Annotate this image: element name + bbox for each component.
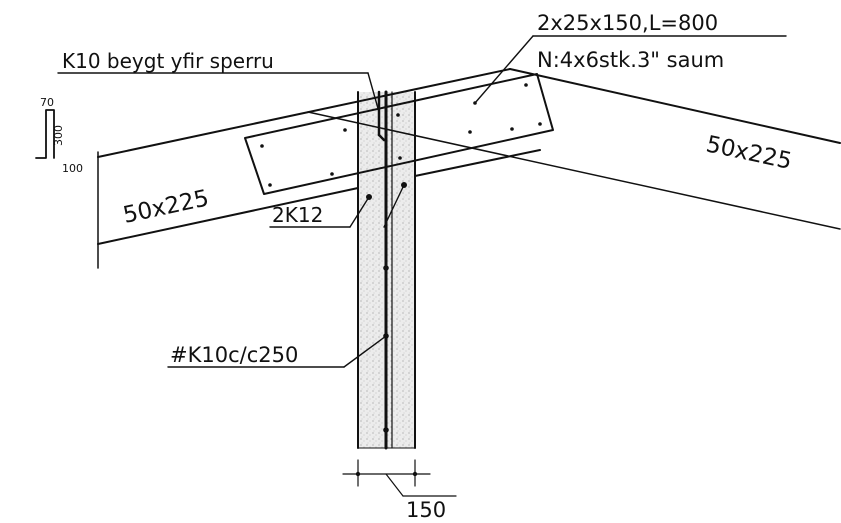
nail-dot [343, 128, 347, 132]
wall-width-label: 150 [406, 498, 446, 522]
rebar-dot [383, 427, 389, 433]
plate-spec-label: 2x25x150,L=800 [537, 11, 718, 35]
mesh-leader [343, 335, 387, 368]
bend-detail-shape [35, 109, 55, 159]
bend-bottom-dim: 100 [62, 162, 83, 175]
bent-rebar-label: K10 beygt yfir sperru [62, 49, 274, 73]
nail-dot [510, 127, 514, 131]
rebar-pair-leader-2 [383, 184, 405, 228]
wall-width-dimension: 150 [342, 459, 457, 522]
steel-plate [244, 73, 554, 195]
plate-outline [244, 73, 554, 195]
rebar-pair-label: 2K12 [272, 203, 323, 227]
plate-annotation: 2x25x150,L=800 N:4x6stk.3" saum [474, 11, 787, 104]
nail-dot [398, 156, 402, 160]
nail-dot [260, 144, 264, 148]
nail-dot [268, 183, 272, 187]
mesh-label: #K10c/c250 [170, 343, 298, 367]
dimension-tick-left [355, 471, 361, 477]
bent-rebar-annotation: K10 beygt yfir sperru [57, 49, 380, 113]
left-rafter [97, 68, 541, 269]
nail-dot [330, 172, 334, 176]
right-rafter-label: 50x225 [704, 131, 794, 174]
dimension-tick-right [412, 471, 418, 477]
nail-dot [396, 113, 400, 117]
right-rafter-top-edge [509, 68, 841, 144]
right-rafter [307, 68, 841, 230]
bent-rebar-hook [377, 133, 386, 142]
left-rafter-top-edge [97, 68, 511, 158]
mesh-annotation: #K10c/c250 [167, 335, 387, 368]
nail-dot [538, 122, 542, 126]
vertical-rebar [377, 90, 389, 450]
right-rafter-bottom-edge [307, 111, 841, 230]
rebar-pair-leader-1 [349, 196, 370, 228]
plate-leader [474, 35, 534, 104]
bent-rebar-leader [367, 72, 380, 113]
nail-spec-label: N:4x6stk.3" saum [537, 48, 724, 72]
left-rafter-bottom-edge [97, 187, 359, 245]
rebar-pair-annotation: 2K12 [269, 182, 407, 228]
bend-detail: 70 300 100 [35, 96, 83, 175]
dimension-leader [385, 473, 404, 497]
bend-top-dim: 70 [40, 96, 54, 109]
nail-dot [468, 130, 472, 134]
left-rafter-bottom-edge-right [414, 149, 541, 177]
rebar-dot [383, 265, 389, 271]
bend-middle-dim: 300 [52, 125, 65, 146]
nail-dot [524, 83, 528, 87]
